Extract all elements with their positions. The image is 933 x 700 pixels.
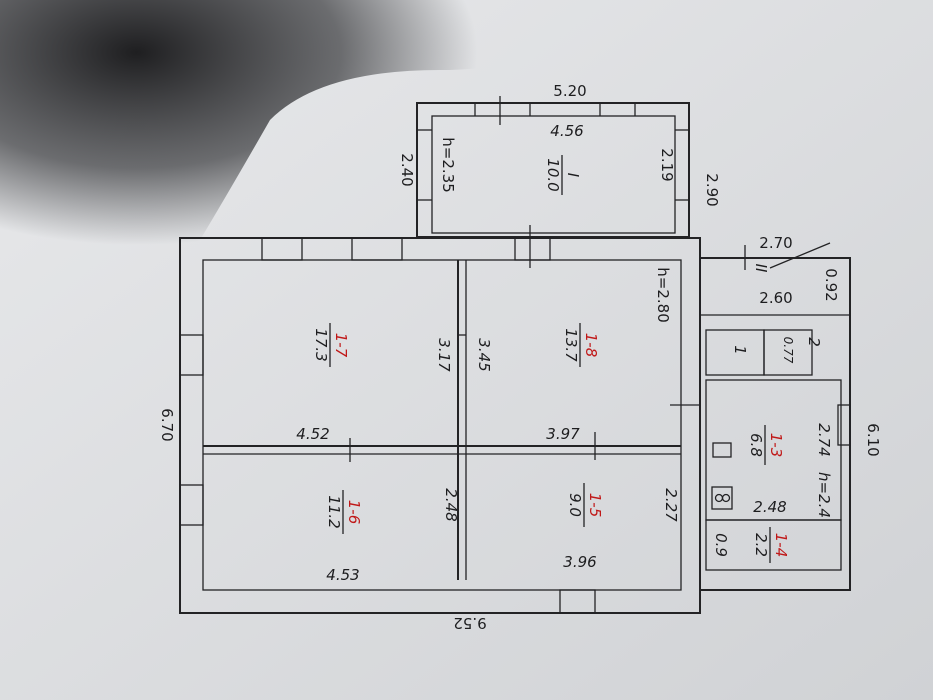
main-house-walls — [179, 237, 701, 614]
room-1-7: 1-7 17.3 4.52 3.17 — [296, 323, 453, 443]
room-1-3-area: 6.8 — [747, 433, 765, 457]
dim-top: 5.20 — [553, 82, 586, 100]
room-1-6-dim-b: 2.48 — [442, 488, 460, 521]
room-1-8-number: 1-8 — [582, 333, 600, 358]
room-1: 1 — [731, 345, 749, 355]
room-1-8-dim-a: 3.97 — [546, 425, 580, 443]
room-1-4-dim: 0.9 — [712, 533, 730, 557]
annex-walls — [416, 96, 690, 268]
room-1-5-area: 9.0 — [566, 493, 584, 517]
room-1-3-number: 1-3 — [767, 433, 785, 458]
room-1-5-dim-b: 2.27 — [662, 488, 680, 522]
room-1-7-number: 1-7 — [332, 333, 350, 358]
room-1-7-dim-b: 3.17 — [435, 338, 453, 372]
room-1-6-dim-a: 4.53 — [326, 566, 359, 584]
dim-right-annex-inner: 2.19 — [658, 148, 676, 181]
room-1-6: 1-6 11.2 4.53 2.48 — [325, 488, 460, 584]
dim-left-annex: 2.40 — [398, 153, 416, 186]
room-I-number: I — [564, 173, 582, 178]
room-2: 2 0.77 — [781, 337, 823, 364]
dim-right-annex-outer: 2.90 — [703, 173, 721, 206]
room-1-6-number: 1-6 — [345, 500, 363, 525]
room-2-area: 0.77 — [781, 337, 795, 364]
outer-dimensions: 5.20 2.40 h=2.35 2.90 2.19 6.70 9.52 6.1… — [158, 82, 882, 632]
room-II-number: II — [752, 264, 770, 273]
room-1-5-dim-a: 3.96 — [563, 553, 596, 571]
room-1-3: 1-3 6.8 2.74 h=2.4 2.48 — [747, 423, 833, 518]
dim-veranda-top: 2.70 — [759, 234, 792, 252]
room-1-3-dim-b: 2.48 — [753, 498, 786, 516]
room-1-3-dim-a: 2.74 — [815, 423, 833, 456]
room-1-4-number: 1-4 — [772, 533, 790, 558]
dim-main-height: h=2.80 — [654, 267, 672, 322]
shadow-overlay — [0, 0, 620, 350]
room-1-5-number: 1-5 — [586, 493, 604, 518]
room-1-7-area: 17.3 — [312, 328, 330, 361]
dim-left-main: 6.70 — [158, 408, 176, 441]
room-1-3-height: h=2.4 — [815, 472, 833, 518]
room-1-4: 1-4 2.2 0.9 — [712, 527, 790, 563]
dim-bottom: 9.52 — [453, 614, 486, 632]
room-I-width: 4.56 — [550, 122, 583, 140]
dim-veranda-inner: 2.60 — [759, 289, 792, 307]
room-I-area: 10.0 — [544, 158, 562, 191]
room-1-8: 1-8 13.7 3.97 3.45 — [475, 323, 600, 443]
room-1-number: 1 — [731, 345, 749, 355]
room-II: II — [752, 264, 770, 273]
room-2-number: 2 — [805, 337, 823, 347]
room-1-7-dim-a: 4.52 — [296, 425, 329, 443]
room-1-5: 1-5 9.0 3.96 2.27 — [563, 483, 680, 571]
dim-annex-height: h=2.35 — [439, 137, 457, 192]
dim-right-main: 6.10 — [864, 423, 882, 456]
room-1-8-area: 13.7 — [562, 328, 580, 362]
right-extension-walls — [699, 242, 851, 591]
room-1-4-area: 2.2 — [752, 533, 770, 557]
room-I: 4.56 I 10.0 — [544, 122, 584, 195]
room-1-6-area: 11.2 — [325, 495, 343, 528]
room-1-8-dim-b: 3.45 — [475, 338, 493, 371]
dim-veranda-side: 0.92 — [822, 268, 840, 301]
